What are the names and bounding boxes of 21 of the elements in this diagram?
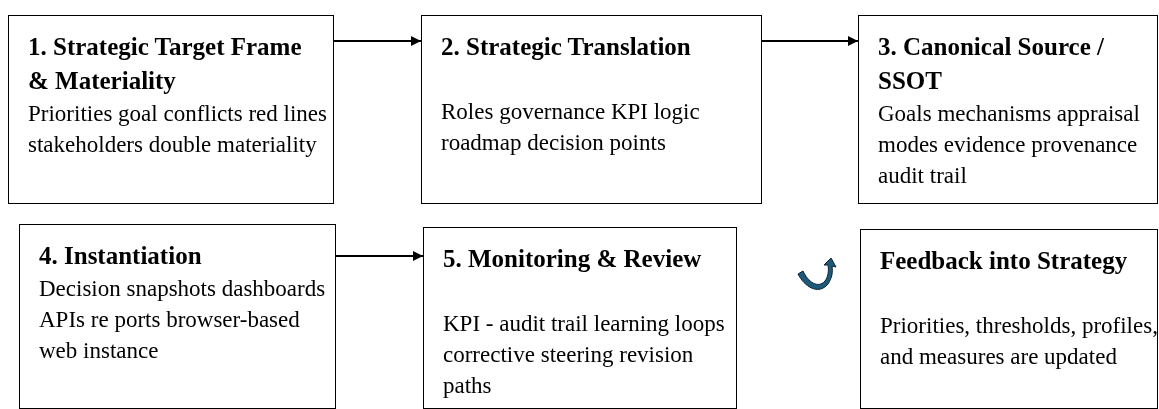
process-box xyxy=(858,15,1158,204)
box-description: Roles governance KPI logic roadmap decision points xyxy=(441,98,701,157)
process-box xyxy=(19,224,336,409)
box-heading: 3. Canonical Source / SSOT xyxy=(878,32,1105,96)
arrow xyxy=(333,36,422,46)
box-description: Goals mechanisms appraisal modes evidence provenance audit trail xyxy=(878,100,1141,190)
box-heading: Feedback into Strategy xyxy=(880,246,1129,276)
box-description: Priorities, thresholds, profiles, and measures are updated xyxy=(880,312,1159,371)
box-description: Decision snapshots dashboards APIs re ports browser-based web instance xyxy=(39,275,327,365)
box-description: KPI - audit trail learning loops corrective steering revision paths xyxy=(443,310,726,400)
arrow xyxy=(761,36,859,46)
box-description: Priorities goal conflicts red lines stakeholders double materiality xyxy=(28,100,328,159)
arrow xyxy=(335,251,424,261)
box-heading: 4. Instantiation xyxy=(39,241,203,271)
box-heading: 1. Strategic Target Frame & Materiality xyxy=(28,32,303,96)
process-box xyxy=(860,229,1158,409)
box-heading: 5. Monitoring & Review xyxy=(443,244,703,274)
process-box xyxy=(421,15,762,204)
process-box xyxy=(8,15,334,204)
box-heading: 2. Strategic Translation xyxy=(441,32,692,62)
process-box xyxy=(423,227,737,409)
